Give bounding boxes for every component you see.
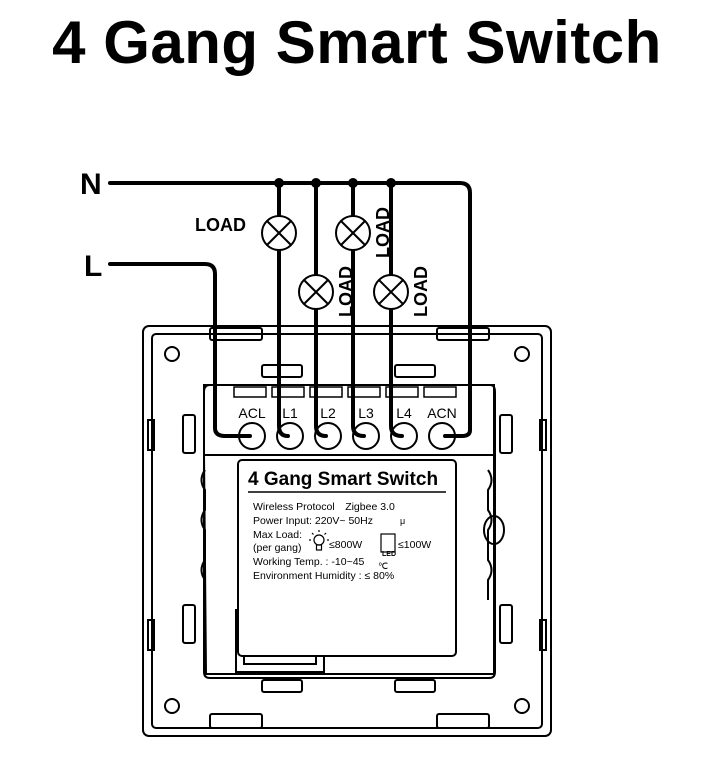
- mounting-hole: [164, 346, 180, 362]
- load-label: LOAD: [195, 215, 246, 235]
- mounting-hole: [514, 698, 530, 714]
- temp-text: Working Temp. : -10~45: [253, 556, 365, 568]
- mounting-hole: [514, 346, 530, 362]
- terminal-screws: [238, 422, 456, 450]
- l2-wire: [314, 181, 328, 438]
- led-load: ≤100W: [398, 539, 431, 551]
- load-label: LOAD: [336, 266, 356, 317]
- humidity-text: Environment Humidity : ≤ 80%: [253, 570, 394, 582]
- per-gang-text: (per gang): [253, 542, 301, 554]
- l1-wire: [277, 181, 290, 438]
- lamp-icon: [261, 215, 297, 251]
- mounting-hole: [164, 698, 180, 714]
- wires: [108, 181, 472, 438]
- terminal-label-acn: ACN: [427, 405, 457, 421]
- lamp-icon: [335, 215, 371, 251]
- terminal-label-l4: L4: [396, 405, 412, 421]
- lamp-icon: [298, 274, 334, 310]
- lamp-icon: [373, 274, 409, 310]
- power-mark: μ: [400, 516, 405, 526]
- terminal-label-l3: L3: [358, 405, 374, 421]
- terminal-label-l2: L2: [320, 405, 336, 421]
- led-badge: LED: [382, 551, 396, 558]
- spec-label: 4 Gang Smart Switch Wireless Protocol Zi…: [237, 459, 457, 657]
- sticker-title: 4 Gang Smart Switch: [248, 469, 438, 490]
- l3-wire: [351, 181, 366, 438]
- max-load-text: Max Load:: [253, 529, 302, 541]
- terminal-label-acl: ACL: [238, 405, 265, 421]
- power-text: Power Input: 220V~ 50Hz: [253, 515, 373, 527]
- bulb-icon: [309, 530, 329, 551]
- load-label: LOAD: [411, 266, 431, 317]
- terminal-tabs: [233, 386, 457, 398]
- incandescent-load: ≤800W: [329, 539, 362, 551]
- protocol-text: Wireless Protocol Zigbee 3.0: [253, 501, 395, 513]
- neutral-wire: [108, 181, 472, 438]
- neutral-label: N: [80, 168, 102, 201]
- temp-unit: ℃: [378, 561, 388, 571]
- terminal-label-l1: L1: [282, 405, 298, 421]
- lamps: [261, 215, 409, 310]
- junctions: [274, 178, 396, 188]
- page-title: 4 Gang Smart Switch: [52, 9, 662, 76]
- live-wire: [108, 262, 252, 438]
- led-icon: LED: [380, 533, 396, 558]
- live-label: L: [84, 250, 102, 283]
- load-label: LOAD: [373, 207, 393, 258]
- l4-wire: [389, 181, 404, 438]
